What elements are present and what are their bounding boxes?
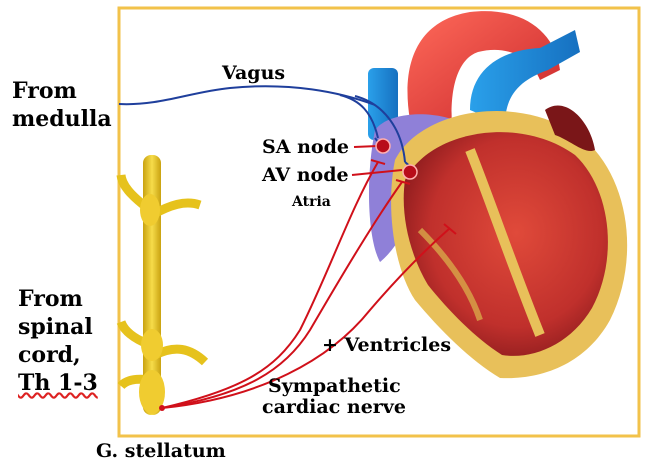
from-spinal-cord-label: From spinal cord, Th 1-3	[18, 285, 98, 397]
sympathetic-chain-illustration	[121, 155, 205, 415]
stellate-ganglion-dot	[159, 405, 165, 411]
vagus-main-branch	[119, 86, 375, 105]
atria-label: Atria	[292, 194, 331, 210]
vagus-label: Vagus	[222, 62, 285, 84]
sa-node-label: SA node	[262, 136, 349, 158]
av-node-label: AV node	[262, 164, 349, 186]
sa-node-pointer	[354, 146, 378, 147]
from-medulla-label: From medulla	[12, 77, 112, 133]
sa-node-marker	[376, 139, 390, 153]
ganglion-stellatum-label: G. stellatum	[96, 440, 226, 462]
sympathetic-cardiac-nerve-label: Sympathetic cardiac nerve	[262, 376, 406, 418]
heart-illustration	[368, 11, 627, 378]
av-node-marker	[403, 165, 417, 179]
ventricles-label: + Ventricles	[322, 334, 451, 356]
